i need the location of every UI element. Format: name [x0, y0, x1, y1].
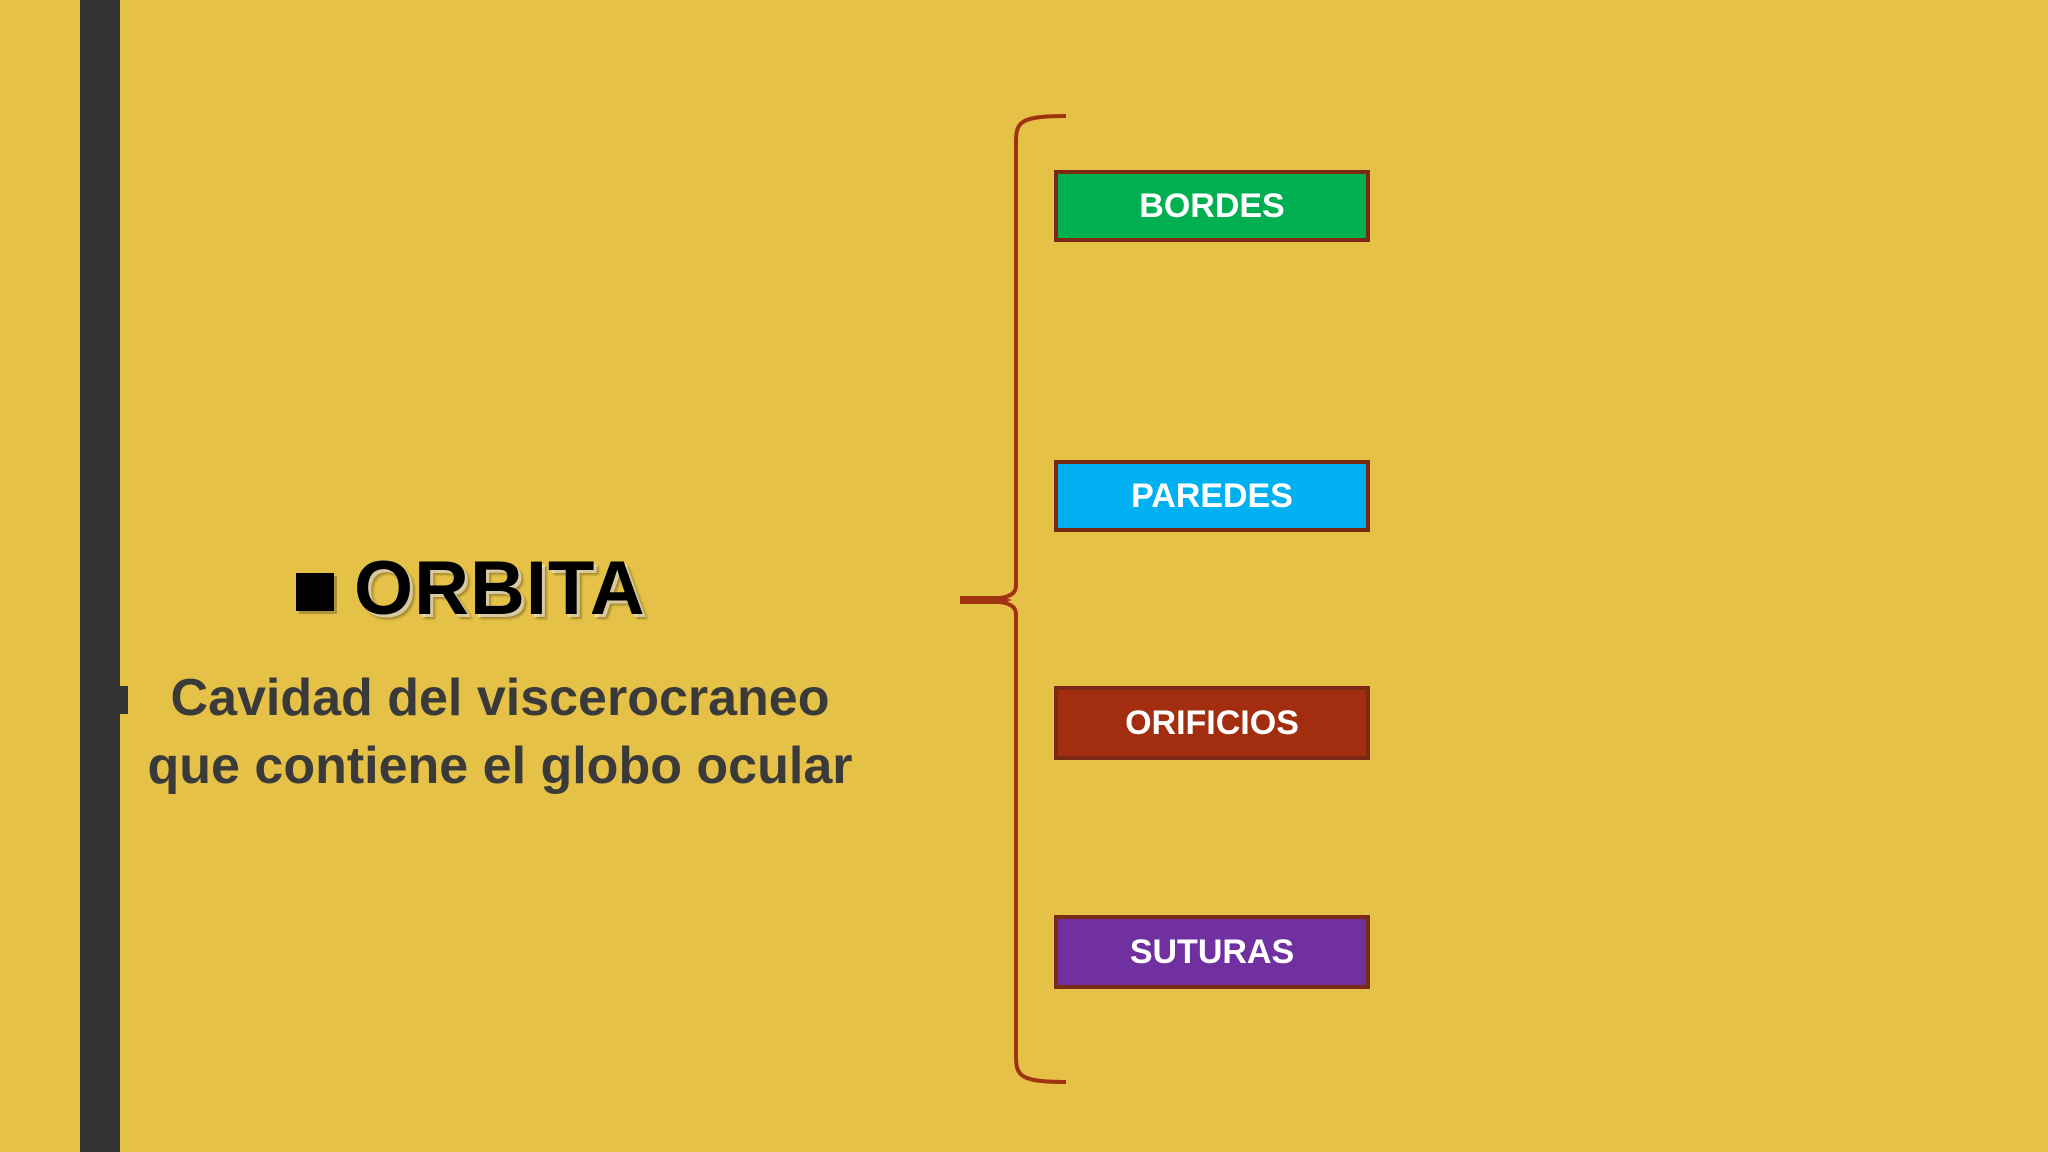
category-box-bordes: BORDES [1054, 170, 1370, 242]
description-bullet-icon [112, 686, 128, 714]
title-row: ORBITA [296, 546, 646, 631]
brace-tip-icon [960, 596, 1012, 604]
category-box-suturas: SUTURAS [1054, 915, 1370, 989]
slide-description: Cavidad del viscerocraneo que contiene e… [130, 664, 870, 800]
category-label-paredes: PAREDES [1131, 476, 1293, 515]
description-line-1: Cavidad del viscerocraneo [170, 669, 830, 727]
category-box-paredes: PAREDES [1054, 460, 1370, 532]
category-label-bordes: BORDES [1139, 186, 1285, 225]
category-box-orificios: ORIFICIOS [1054, 686, 1370, 760]
slide-title: ORBITA [354, 545, 646, 631]
category-label-suturas: SUTURAS [1129, 932, 1295, 971]
category-label-orificios: ORIFICIOS [1125, 703, 1299, 742]
square-bullet-icon [296, 573, 334, 611]
description-line-2: que contiene el globo ocular [147, 737, 853, 795]
left-accent-bar [80, 0, 120, 1152]
